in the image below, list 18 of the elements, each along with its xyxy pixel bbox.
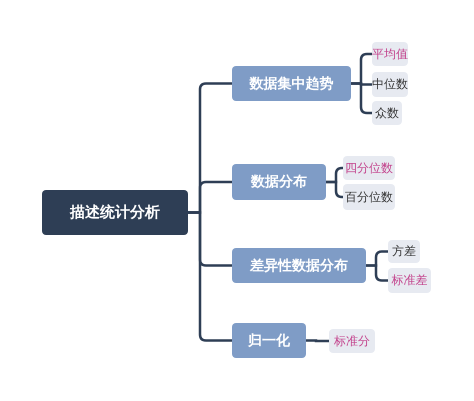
subtopic-box: 标准差: [388, 268, 431, 293]
connector-line: [326, 180, 344, 198]
topic-box: 数据分布: [232, 164, 326, 200]
subtopic-box: 四分位数: [343, 156, 395, 180]
root-topic-box: 描述统计分析: [42, 190, 188, 235]
connector-line: [306, 339, 329, 342]
topic-box: 差异性数据分布: [232, 248, 366, 283]
subtopic-box: 标准分: [329, 329, 375, 353]
subtopic-box: 百分位数: [343, 184, 395, 210]
subtopic-box: 中位数: [372, 72, 408, 97]
subtopic-box: 众数: [372, 101, 402, 125]
topic-box: 数据集中趋势: [232, 66, 351, 101]
subtopic-box: 平均值: [372, 42, 408, 66]
connector-line: [188, 211, 232, 342]
topic-box: 归一化: [232, 323, 306, 358]
connector-line: [351, 82, 372, 114]
subtopic-box: 方差: [388, 240, 420, 263]
connector-line: [366, 264, 388, 282]
